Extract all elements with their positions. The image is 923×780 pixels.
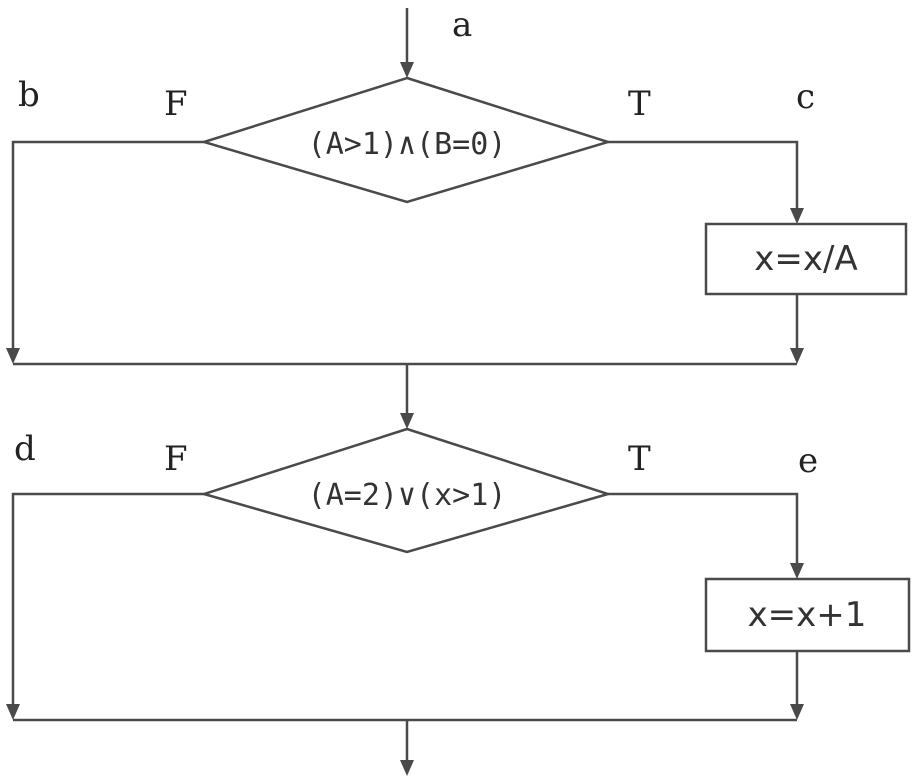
decision-2-true-branch xyxy=(608,492,799,565)
process-2-text: x=x+1 xyxy=(748,595,867,635)
process-1-exit-arrowhead xyxy=(790,348,804,364)
decision-1-false-branch xyxy=(11,140,204,350)
process-2-exit-arrowhead xyxy=(790,704,804,720)
path-label-c: c xyxy=(796,77,815,117)
process-1-text: x=x/A xyxy=(754,239,857,279)
decision-2-diamond xyxy=(199,427,613,554)
decision-1-false-arrowhead xyxy=(6,348,20,364)
entry-arrowhead xyxy=(400,62,414,78)
exit-arrowhead xyxy=(400,760,414,776)
process-1-box xyxy=(704,222,908,296)
decision-1-true-arrowhead xyxy=(790,208,804,224)
connector-arrowhead xyxy=(400,413,414,429)
decision-1-condition: (A>1)∧(B=0) xyxy=(308,127,507,162)
decision-2-true-label: T xyxy=(628,439,651,479)
path-label-b: b xyxy=(18,75,40,115)
decision-2-true-arrowhead xyxy=(790,563,804,579)
decision-1-true-label: T xyxy=(628,84,651,124)
decision-2-false-label: F xyxy=(164,439,188,479)
decision-2-false-branch xyxy=(11,492,204,706)
decision-1-diamond xyxy=(199,76,613,204)
path-label-d: d xyxy=(14,429,36,469)
decision-2-condition: (A=2)∨(x>1) xyxy=(308,478,507,513)
process-2-box xyxy=(704,577,911,653)
decision-1-true-branch xyxy=(608,140,799,210)
path-label-a: a xyxy=(452,5,472,45)
decision-2-false-arrowhead xyxy=(6,704,20,720)
path-label-e: e xyxy=(798,441,818,481)
decision-1-false-label: F xyxy=(164,84,188,124)
